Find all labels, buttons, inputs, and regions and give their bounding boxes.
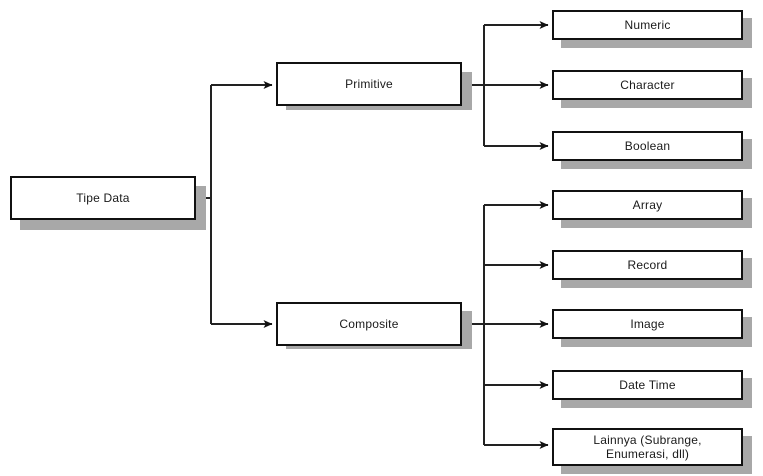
node-label: Character — [620, 78, 675, 92]
node-composite[interactable]: Composite — [276, 302, 462, 346]
node-label: Composite — [339, 317, 399, 331]
node-array[interactable]: Array — [552, 190, 743, 220]
node-lainnya[interactable]: Lainnya (Subrange, Enumerasi, dll) — [552, 428, 743, 466]
node-label: Boolean — [624, 139, 671, 153]
node-record[interactable]: Record — [552, 250, 743, 280]
node-label: Array — [632, 198, 663, 212]
node-label: Numeric — [624, 18, 671, 32]
node-label: Primitive — [345, 77, 393, 91]
node-label: Record — [627, 258, 668, 272]
node-label: Date Time — [619, 378, 676, 392]
node-label: Tipe Data — [76, 191, 130, 205]
node-label: Image — [630, 317, 665, 331]
node-primitive[interactable]: Primitive — [276, 62, 462, 106]
node-numeric[interactable]: Numeric — [552, 10, 743, 40]
node-image[interactable]: Image — [552, 309, 743, 339]
node-tipe-data[interactable]: Tipe Data — [10, 176, 196, 220]
node-boolean[interactable]: Boolean — [552, 131, 743, 161]
node-date-time[interactable]: Date Time — [552, 370, 743, 400]
node-character[interactable]: Character — [552, 70, 743, 100]
node-label: Lainnya (Subrange, Enumerasi, dll) — [593, 433, 702, 461]
